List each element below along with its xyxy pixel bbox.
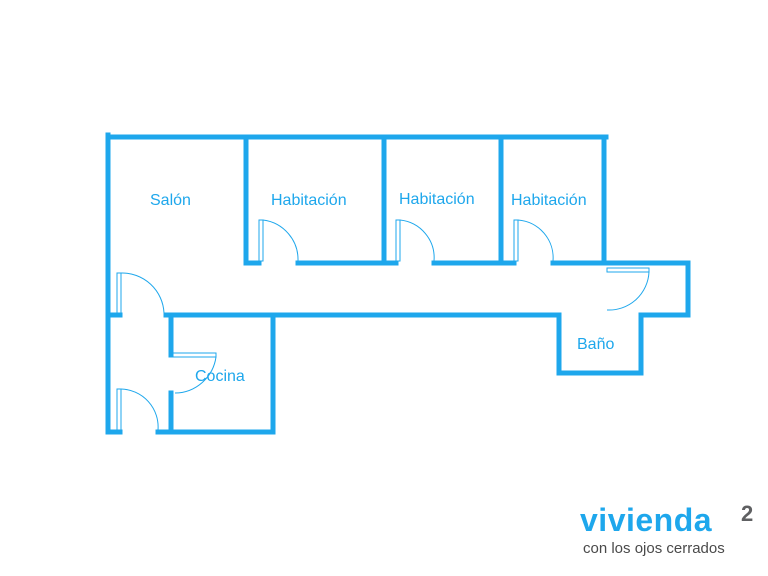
logo-superscript: 2 xyxy=(741,501,754,526)
brand-logo: vivienda 2 con los ojos cerrados xyxy=(580,500,760,564)
door-bathroom xyxy=(606,267,650,311)
label-bedroom2: Habitación xyxy=(399,191,475,208)
door-bedroom1 xyxy=(258,219,299,262)
label-bathroom: Baño xyxy=(577,336,614,353)
logo-tagline: con los ojos cerrados xyxy=(583,540,725,557)
door-kitchen xyxy=(172,352,217,394)
label-kitchen: Cocina xyxy=(195,368,245,385)
wall-hall-top-right xyxy=(601,260,691,318)
door-bedroom3 xyxy=(513,219,554,262)
door-entrance xyxy=(116,388,159,431)
doors xyxy=(116,219,650,431)
label-bedroom1: Habitación xyxy=(271,192,347,209)
walls xyxy=(105,132,691,435)
wall-bathroom xyxy=(556,312,644,376)
door-salon xyxy=(116,272,165,314)
label-bedroom3: Habitación xyxy=(511,192,587,209)
room-labels: Salón Habitación Habitación Habitación C… xyxy=(150,191,614,385)
logo-name: vivienda xyxy=(580,502,713,538)
label-salon: Salón xyxy=(150,192,191,209)
door-bedroom2 xyxy=(395,219,435,262)
